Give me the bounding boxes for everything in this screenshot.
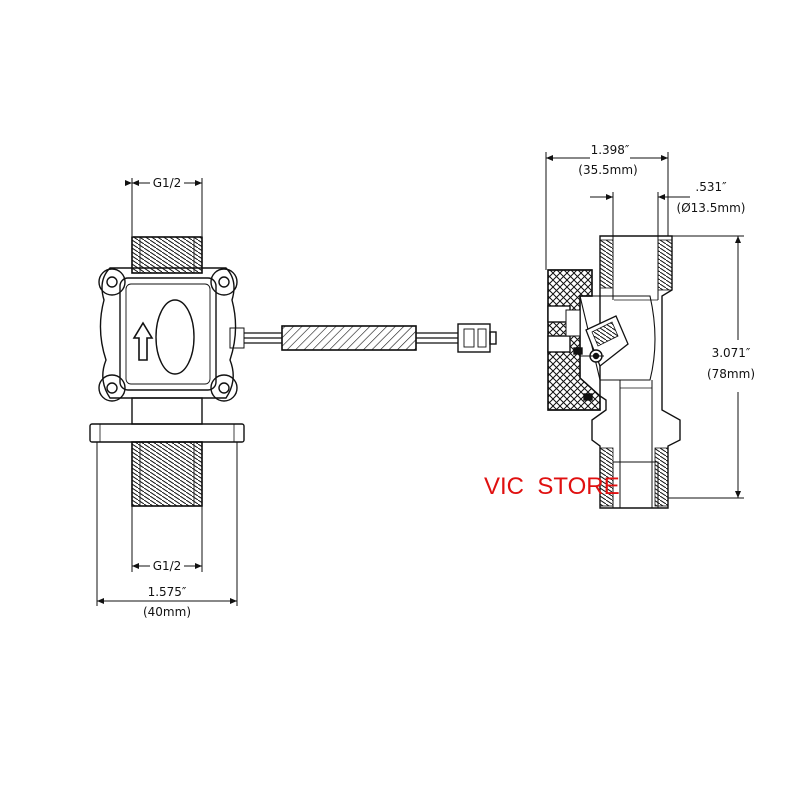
sensor-body xyxy=(98,267,245,402)
watermark-text: VIC STORE xyxy=(484,473,620,500)
bottom-thread-label: G1/2 xyxy=(153,559,182,573)
top-thread-label: G1/2 xyxy=(153,176,182,190)
bore-dimension xyxy=(590,192,690,236)
side-section-view xyxy=(545,152,744,509)
height-inch-label: 3.071″ xyxy=(712,346,751,360)
width-dimension xyxy=(96,442,238,606)
bottom-thread-dimension xyxy=(131,506,203,572)
bore-mm-label: (Ø13.5mm) xyxy=(677,201,746,215)
height-dimension xyxy=(668,235,744,499)
side-width-mm-label: (35.5mm) xyxy=(578,163,637,177)
width-mm-label: (40mm) xyxy=(143,605,191,619)
side-width-inch-label: 1.398″ xyxy=(591,143,630,157)
mounting-flange xyxy=(89,423,245,443)
bore-inch-label: .531″ xyxy=(695,180,727,194)
sensor-cable xyxy=(244,323,497,353)
bottom-thread xyxy=(131,441,203,507)
side-width-dimension xyxy=(545,152,669,270)
flow-direction-arrow-icon xyxy=(132,321,154,361)
height-mm-label: (78mm) xyxy=(707,367,755,381)
front-view xyxy=(89,178,497,606)
top-thread-dimension xyxy=(125,178,203,236)
width-inch-label: 1.575″ xyxy=(148,585,187,599)
rotor-vane xyxy=(580,315,629,368)
